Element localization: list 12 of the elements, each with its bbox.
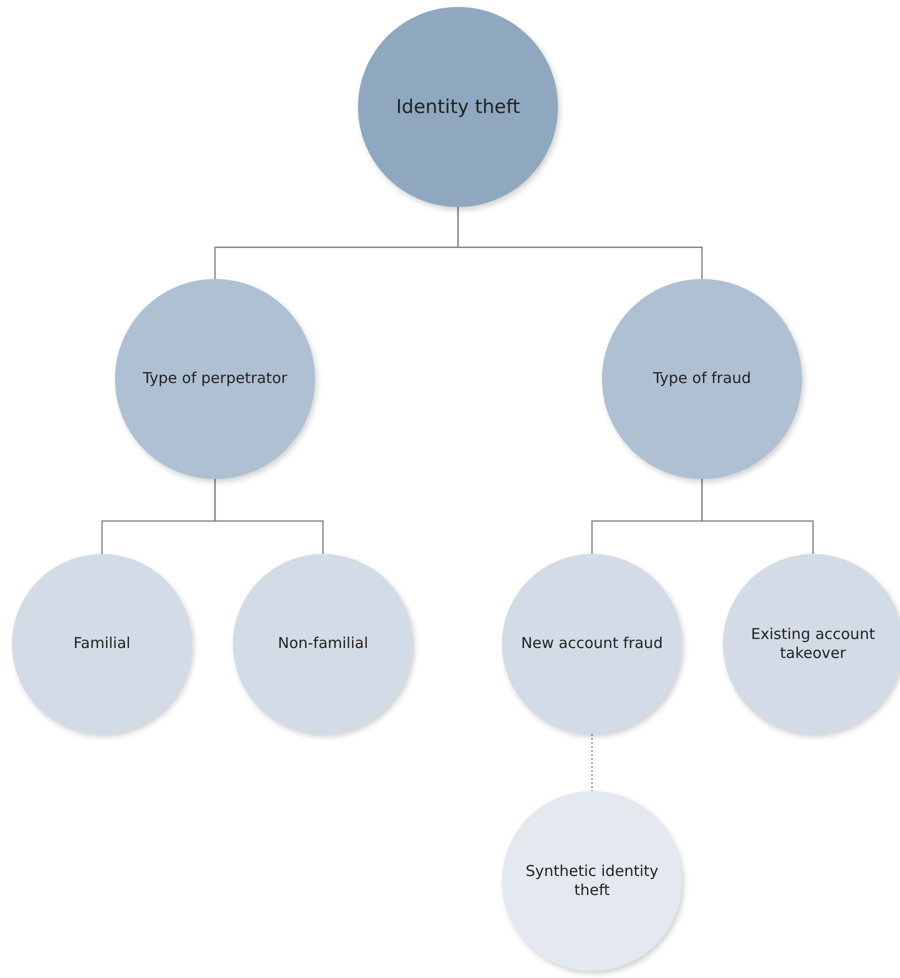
connector-line [214,479,324,554]
node-label: Existing account takeover [750,624,876,664]
node-label: Type of fraud [652,369,752,389]
node-label: Type of perpetrator [142,369,288,389]
node-label: Non-familial [276,634,370,654]
connector-line [591,734,593,791]
node-label: Familial [72,634,132,654]
connector-line [457,207,703,279]
connector-line [701,479,814,554]
node-label: Synthetic identity theft [524,862,660,900]
node-label: Identity theft [395,94,521,120]
node-label: New account fraud [520,634,664,654]
